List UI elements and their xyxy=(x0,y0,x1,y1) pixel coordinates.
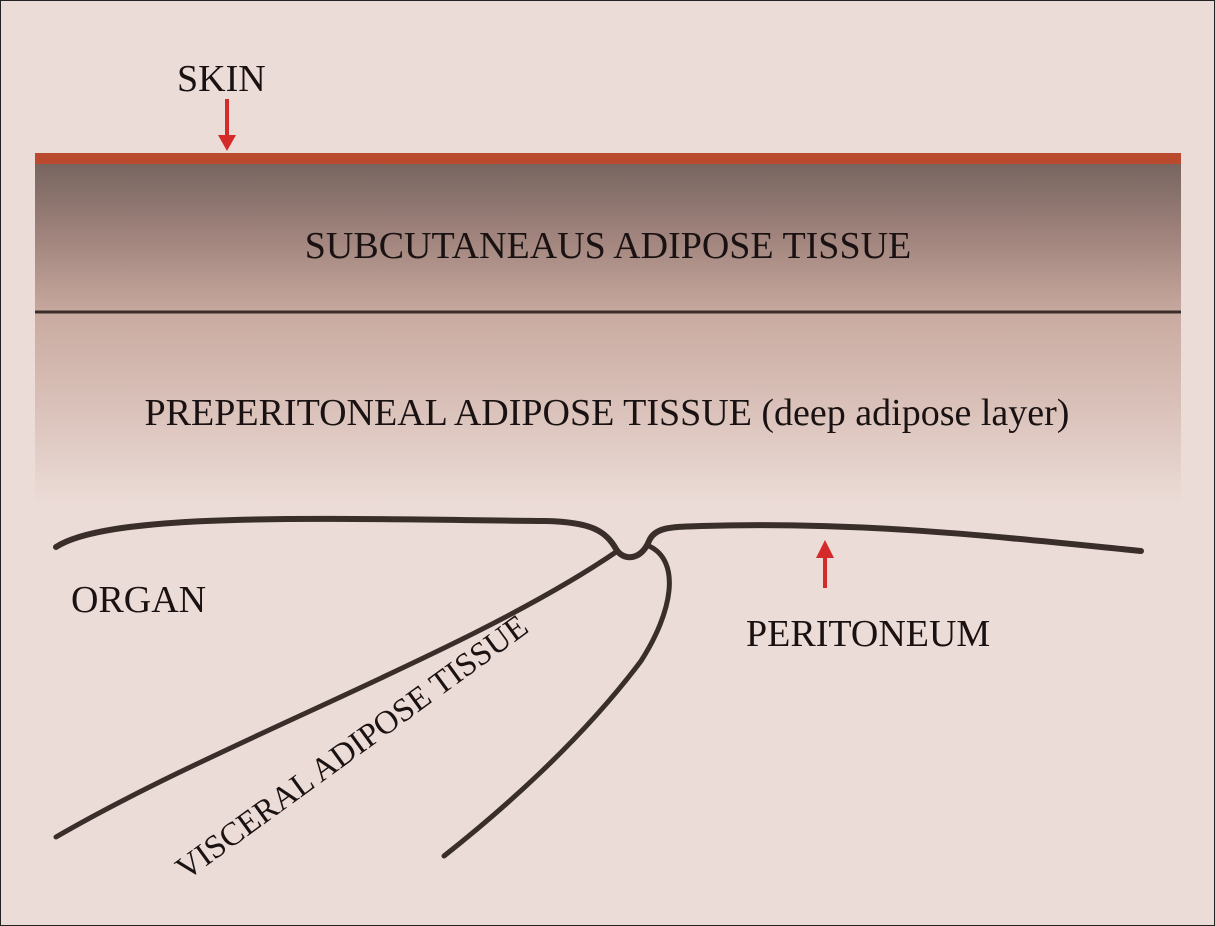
subcutaneous-layer xyxy=(35,164,1181,312)
preperitoneal-layer xyxy=(35,312,1181,506)
peritoneum-label: PERITONEUM xyxy=(746,613,990,655)
peritoneum-arrow-icon xyxy=(816,540,834,588)
peritoneum-fold-line xyxy=(441,543,672,859)
skin-arrow-icon xyxy=(218,99,236,151)
skin-label: SKIN xyxy=(177,58,266,100)
preperitoneal-label: PREPERITONEAL ADIPOSE TISSUE (deep adipo… xyxy=(145,392,1070,434)
visceral-label: VISCERAL ADIPOSE TISSUE xyxy=(170,608,535,887)
subcutaneous-label: SUBCUTANEAUS ADIPOSE TISSUE xyxy=(305,225,911,267)
skin-layer xyxy=(35,153,1181,164)
organ-label: ORGAN xyxy=(71,579,206,621)
organ-lower-contour xyxy=(53,549,619,840)
organ-upper-contour xyxy=(53,515,1144,561)
